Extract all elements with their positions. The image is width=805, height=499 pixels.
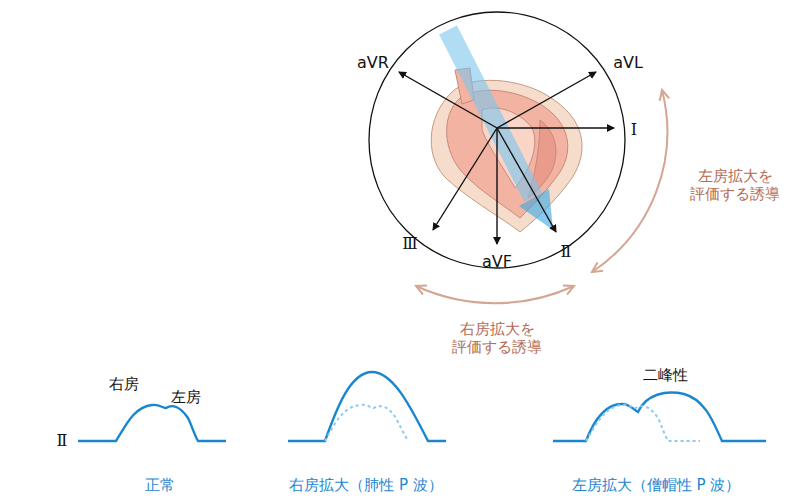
right-atrium-arc: [416, 286, 574, 303]
lead-label: Ⅱ: [561, 242, 572, 261]
normal-p-dashed: [325, 405, 700, 441]
wave-part-label: 右房: [109, 375, 139, 393]
wave-caption: 右房拡大（肺性 P 波）: [289, 476, 443, 494]
lead-group-note: 左房拡大を 評価する誘導: [686, 167, 785, 203]
lead-label: Ⅰ: [631, 120, 637, 139]
lead-axes: [399, 72, 614, 244]
lead-label: Ⅱ: [57, 431, 68, 450]
lead-group-note: 右房拡大を 評価する誘導: [448, 320, 547, 356]
wave-caption: 正常: [145, 476, 175, 494]
wave-caption: 左房拡大（僧帽性 P 波）: [572, 476, 741, 494]
wave-part-label: 左房: [171, 388, 201, 406]
left-atrium-arc: [592, 90, 667, 272]
lead-label: aVR: [357, 53, 389, 72]
wave-note: 二峰性: [643, 366, 688, 384]
lead-label: aVF: [482, 252, 512, 271]
lead-label: aVL: [613, 53, 643, 72]
hexaxial-circle: [369, 12, 625, 268]
lead-label: Ⅲ: [402, 234, 417, 253]
